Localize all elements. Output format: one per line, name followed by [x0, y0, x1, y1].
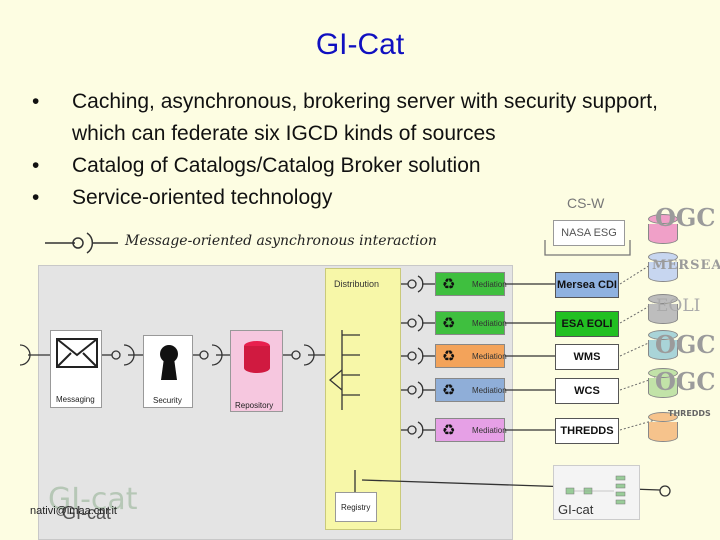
eoli-logo: EOLI: [656, 296, 701, 316]
bullet-item: Caching, asynchronous, brokering server …: [28, 86, 668, 150]
source-wms: WMS: [555, 344, 619, 370]
author-email: nativi@imaa.cnr.it: [30, 505, 117, 517]
gicat-logo: GI-cat: [48, 482, 138, 517]
database-icon: [648, 368, 678, 398]
mediation-box: ♻ Mediation: [435, 418, 507, 442]
bullet-item: Catalog of Catalogs/Catalog Broker solut…: [28, 150, 668, 182]
keyhole-icon: [160, 345, 178, 380]
repository-label: Repository: [235, 401, 274, 410]
database-icon: [648, 412, 678, 442]
envelope-icon: [56, 338, 98, 368]
mediation-label: Mediation: [472, 386, 507, 395]
messaging-label: Messaging: [56, 395, 95, 404]
distribution-component: [325, 268, 401, 530]
gicat-small-logo: GI-cat: [558, 502, 594, 517]
bullet-item: Service-oriented technology: [28, 182, 668, 214]
registry-label: Registry: [341, 503, 371, 512]
bullet-list: Caching, asynchronous, brokering server …: [28, 86, 668, 214]
database-icon: [648, 294, 678, 324]
source-mersea-cdi: Mersea CDI: [555, 272, 619, 298]
database-icon: [648, 330, 678, 360]
ogc-logo: OGC: [655, 330, 716, 359]
mediation-label: Mediation: [472, 280, 507, 289]
source-esa-eoli: ESA EOLI: [555, 311, 619, 337]
database-icon: [244, 341, 270, 373]
repository-component: Repository: [230, 330, 283, 412]
mediation-box: ♻ Mediation: [435, 344, 507, 368]
page-title: GI-Cat: [315, 28, 405, 61]
gicat-thumbnail-diagram: [565, 475, 626, 505]
mediation-label: Mediation: [472, 352, 507, 361]
mersea-logo: MERSEA: [652, 258, 720, 273]
mediation-box: ♻ Mediation: [435, 272, 507, 296]
source-thredds: THREDDS: [555, 418, 619, 444]
mediation-label: Mediation: [472, 426, 507, 435]
gicat-thumbnail: GI-cat: [553, 465, 640, 520]
gicat-logo-overlay: GI-cat: [62, 503, 112, 523]
source-wcs: WCS: [555, 378, 619, 404]
message-label: Message-oriented asynchronous interactio…: [125, 233, 437, 249]
recycle-icon: ♻: [442, 422, 456, 439]
recycle-icon: ♻: [442, 348, 456, 365]
recycle-icon: ♻: [442, 276, 456, 293]
csw-label: CS-W: [567, 195, 605, 211]
security-component: Security: [143, 335, 193, 408]
database-icon: [648, 252, 678, 282]
distribution-label: Distribution: [334, 279, 380, 289]
mediation-label: Mediation: [472, 319, 507, 328]
source-nasa-esg: NASA ESG: [553, 220, 625, 246]
ogc-logo: OGC: [655, 203, 716, 232]
recycle-icon: ♻: [442, 382, 456, 399]
ogc-logo: OGC: [655, 367, 716, 396]
mediation-box: ♻ Mediation: [435, 311, 507, 335]
database-icon: [648, 214, 678, 244]
mediation-box: ♻ Mediation: [435, 378, 507, 402]
security-label: Security: [153, 396, 182, 405]
thredds-logo: THREDDS: [668, 409, 711, 418]
registry-component: Registry: [335, 492, 377, 522]
messaging-component: Messaging: [50, 330, 102, 408]
recycle-icon: ♻: [442, 315, 456, 332]
